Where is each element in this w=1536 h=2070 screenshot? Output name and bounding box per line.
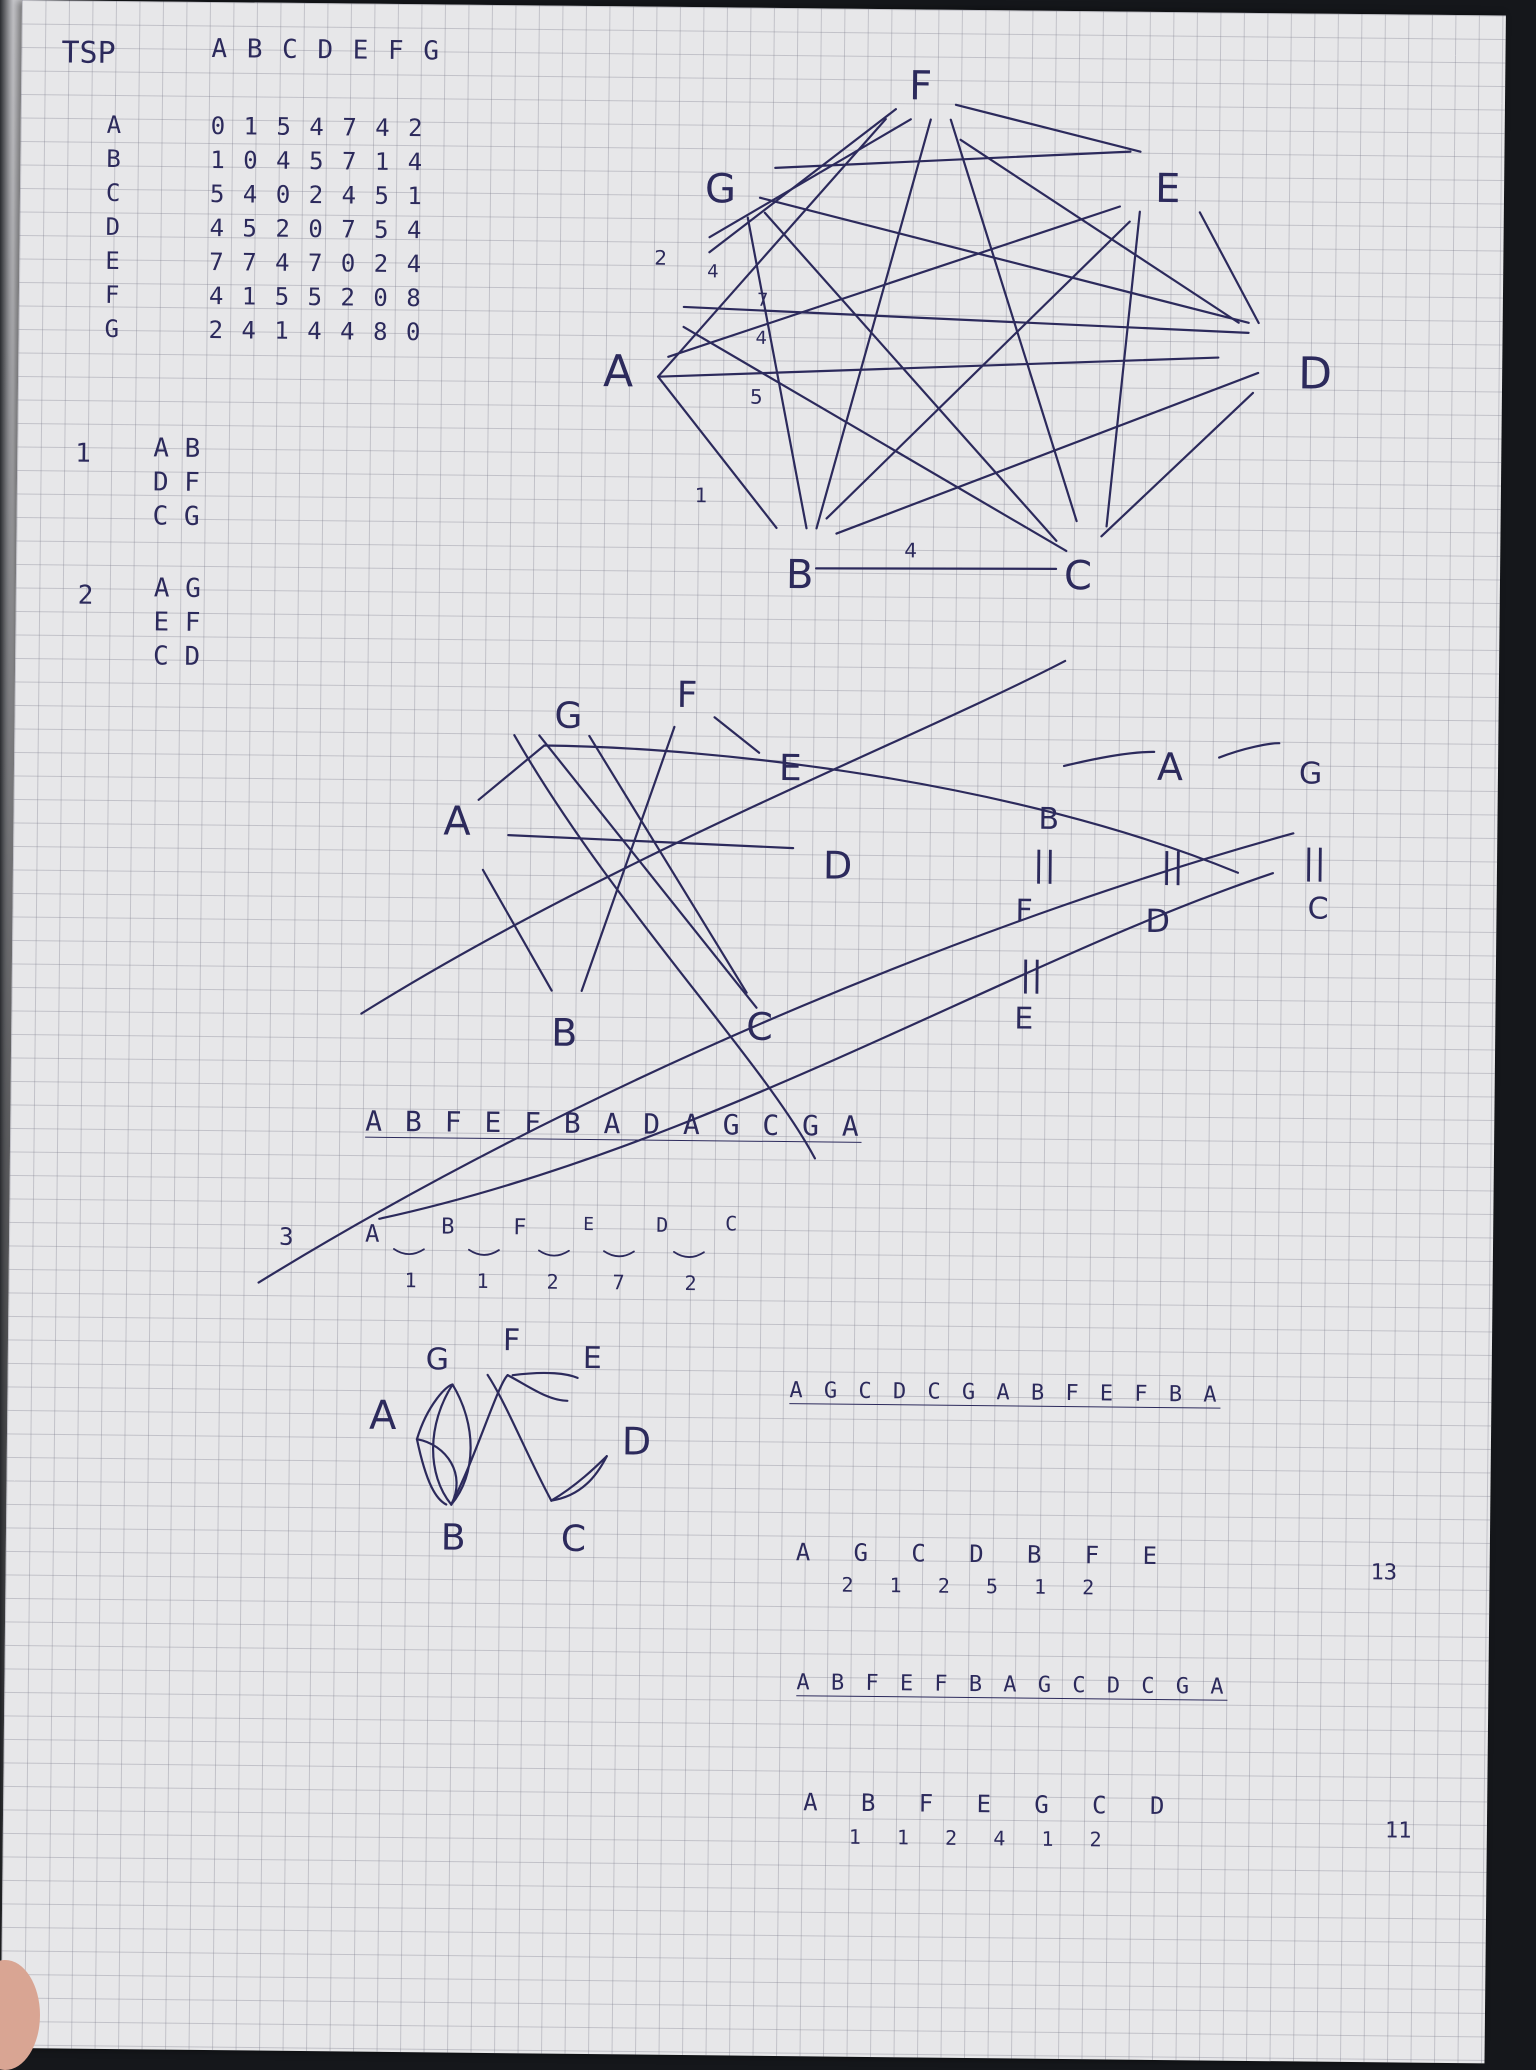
step-number: 3 [278,1222,294,1251]
side-pair-e: E [1014,1001,1033,1036]
graph2-node-c: C [746,1005,773,1049]
graph1-edge-weight: 1 [695,483,708,507]
side-eq-mark: || [1303,842,1326,882]
euler-walk-1: A B F E F B A D A G C G A [365,1104,862,1143]
step3-node: D [656,1212,669,1237]
graph3-node-d: D [622,1419,652,1463]
euler-walk-2: A G C D C G A B F E F B A [789,1378,1221,1408]
tour1-nodes: A G C D B F E [795,1538,1158,1570]
step3-weight: 1 [404,1268,417,1293]
graph2-node-g: G [554,696,582,737]
graph3-node-g: G [426,1342,450,1377]
graph1-node-g: G [705,166,736,212]
graph1-edge-weight: 2 [654,246,667,270]
side-pair-c: C [1307,892,1328,927]
tour2-nodes: A B F E G C D [803,1788,1165,1821]
graph1-node-f: F [909,63,932,109]
side-pair-f: F [1015,893,1033,928]
graph2-node-b: B [551,1011,578,1055]
step3-node: E [583,1213,595,1236]
graph3-node-a: A [369,1393,397,1439]
graph3-node-f: F [503,1323,521,1358]
graph1-edge-weight: 5 [750,385,763,409]
graph2-node-a: A [443,798,471,844]
graph1-edge-weight: 4 [707,261,719,282]
side-eq-mark: || [1020,955,1043,995]
graph1-edge-weight: 4 [904,538,917,562]
graph3-node-b: B [441,1517,466,1558]
graph1-edges [656,103,1260,570]
graph1-edge-weight: 7 [757,290,769,311]
step3-node: C [725,1211,738,1236]
graph1-node-b: B [786,552,814,598]
graph1-node-d: D [1298,348,1332,399]
graph1-node-c: C [1064,553,1092,599]
grid-paper-page: TSP A B C D E F G A 0 1 5 4 7 4 2 B 1 0 … [0,0,1506,2064]
step3-weight: 1 [476,1268,489,1293]
side-eq-mark: || [1161,846,1184,886]
graph2-node-d: D [823,843,853,887]
tour2-weights: 1 1 2 4 1 2 [848,1824,1102,1852]
step3-weight: 2 [684,1271,697,1296]
step3-weight: 7 [612,1270,625,1295]
tour1-weights: 2 1 2 5 1 2 [841,1572,1095,1600]
graph2-node-f: F [677,675,698,716]
graph1-node-e: E [1155,166,1181,212]
side-pair-b: B [1038,802,1059,837]
step3-node: B [441,1214,455,1240]
graph2-node-e: E [779,748,802,789]
step3-node: A [364,1219,380,1248]
graph3-node-e: E [583,1341,602,1376]
step3-connectors [393,1248,705,1258]
step3-node: F [513,1215,527,1241]
euler-walk-3: A B F E F B A G C D C G A [796,1670,1228,1700]
graph2-edges [257,659,1295,1284]
tour2-total: 11 [1384,1818,1412,1844]
graph3-edges [415,1371,608,1506]
graph1-edge-weight: 4 [755,328,767,349]
side-pair-d: D [1145,902,1170,940]
step3-weight: 2 [546,1269,559,1294]
side-eq-mark: || [1033,845,1056,885]
side-pair-g: G [1299,756,1323,791]
complete-graph-sketch: F G E A D B C 2 4 7 4 5 1 4 G [257,63,1332,1560]
tour1-total: 13 [1370,1560,1398,1586]
graph1-node-a: A [603,346,634,397]
side-pair-a: A [1157,745,1183,789]
graph3-node-c: C [561,1519,587,1560]
